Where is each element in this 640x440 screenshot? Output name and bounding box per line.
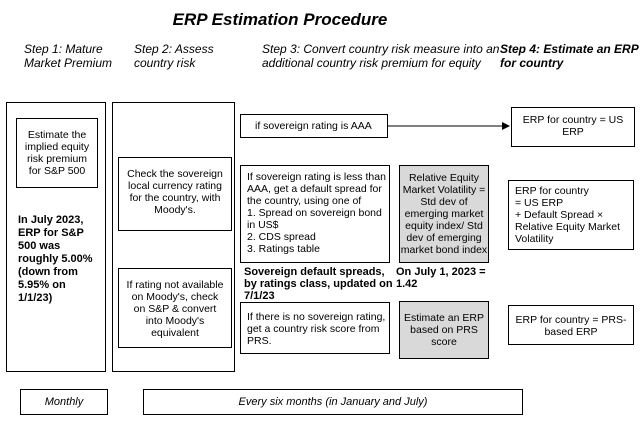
implied-erp-box: Estimate the implied equity risk premium… bbox=[16, 118, 98, 188]
sovereign-spreads-note: Sovereign default spreads, by ratings cl… bbox=[244, 266, 393, 302]
step1-header: Step 1: Mature Market Premium bbox=[24, 42, 113, 70]
us-erp-box: ERP for country = US ERP bbox=[511, 107, 635, 147]
default-spread-box: If sovereign rating is less than AAA, ge… bbox=[240, 165, 390, 263]
aaa-rating-box: if sovereign rating is AAA bbox=[240, 114, 388, 138]
step3-header: Step 3: Convert country risk measure int… bbox=[262, 42, 500, 70]
step2-header: Step 2: Assess country risk bbox=[134, 42, 214, 70]
prs-score-box: If there is no sovereign rating, get a c… bbox=[240, 302, 390, 354]
volatility-value-note: On July 1, 2023 = 1.42 bbox=[396, 266, 486, 290]
monthly-box: Monthly bbox=[20, 389, 108, 415]
sp-rating-box: If rating not available on Moody's, chec… bbox=[118, 268, 232, 348]
relative-volatility-box: Relative Equity Market Volatility = Std … bbox=[399, 165, 489, 263]
diagram-title: ERP Estimation Procedure bbox=[172, 10, 388, 29]
sp500-erp-note: In July 2023, ERP for S&P 500 was roughl… bbox=[18, 214, 93, 304]
prs-based-erp-box: ERP for country = PRS- based ERP bbox=[508, 305, 634, 345]
six-months-box: Every six months (in January and July) bbox=[143, 389, 523, 415]
prs-erp-box: Estimate an ERP based on PRS score bbox=[399, 301, 489, 359]
moodys-rating-box: Check the sovereign local currency ratin… bbox=[118, 157, 232, 231]
step4-header: Step 4: Estimate an ERP for country bbox=[500, 42, 639, 70]
erp-formula-box: ERP for country = US ERP + Default Sprea… bbox=[508, 180, 634, 250]
